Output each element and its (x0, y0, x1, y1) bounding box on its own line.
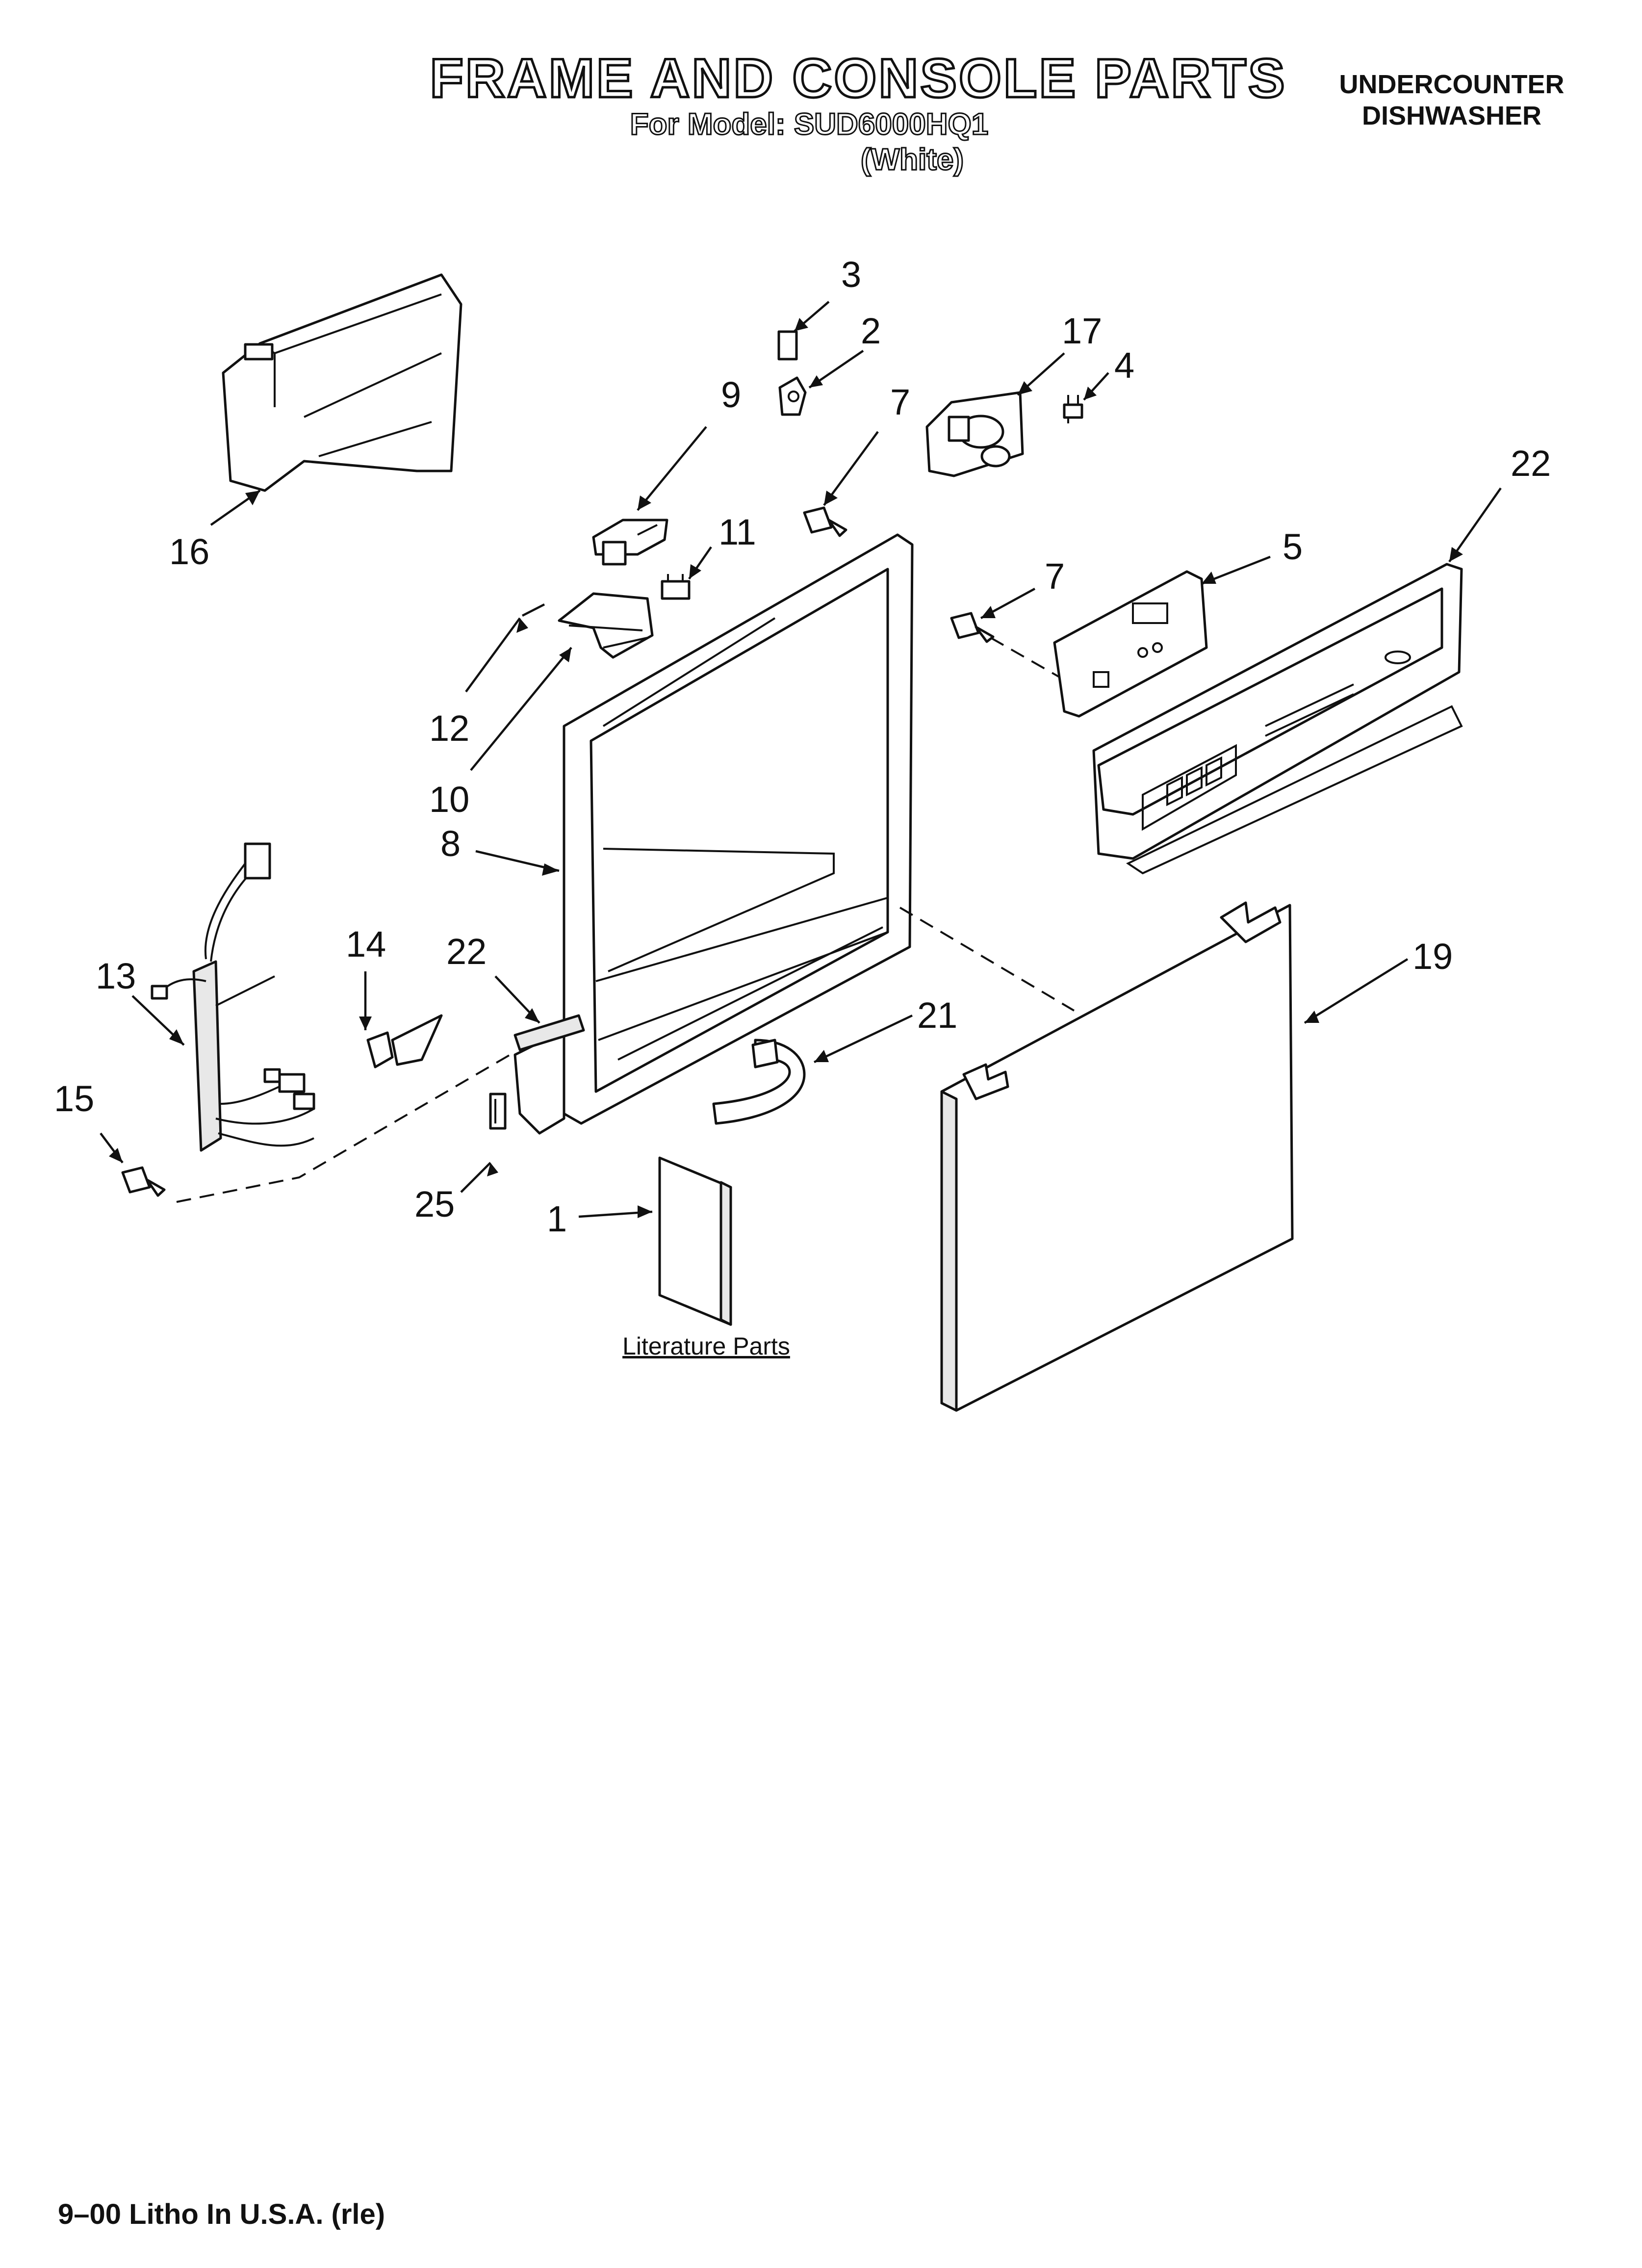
callout-4: 4 (1114, 345, 1134, 386)
callout-25: 25 (414, 1184, 455, 1225)
leader-21 (814, 1014, 913, 1064)
part-9-hinge-bracket (592, 519, 668, 566)
part-3-spring (777, 330, 798, 361)
callout-3: 3 (841, 254, 861, 295)
part-16-cover (222, 273, 462, 492)
leader-arrowheads (109, 318, 1463, 1218)
page-title: FRAME AND CONSOLE PARTS (429, 47, 1287, 110)
callout-15: 15 (54, 1078, 94, 1119)
product-type: UNDERCOUNTER DISHWASHER (1314, 69, 1589, 131)
callout-8: 8 (440, 823, 461, 864)
part-11-connector (661, 574, 691, 600)
callout-19: 19 (1412, 936, 1453, 977)
part-25-clip (489, 1093, 507, 1130)
leader-25 (460, 1162, 491, 1193)
callout-22-console: 22 (1511, 443, 1551, 484)
leader-22a (1448, 487, 1502, 563)
callout-22-lower: 22 (446, 931, 487, 972)
part-14-valve (366, 1014, 443, 1069)
leader-12 (465, 617, 521, 693)
callout-10: 10 (429, 779, 469, 820)
part-4-clip (1063, 395, 1083, 423)
callout-12: 12 (429, 708, 469, 749)
part-13-wire-harness (151, 842, 315, 1152)
leader-19 (1304, 958, 1409, 1024)
print-footer: 9–00 Litho In U.S.A. (rle) (58, 2198, 385, 2230)
callout-11: 11 (718, 512, 756, 552)
callout-5: 5 (1283, 526, 1303, 567)
part-8-frame (513, 533, 914, 1135)
alignment-line-door (899, 907, 1075, 1012)
part-10-bracket (558, 592, 654, 659)
part-2-latch (778, 376, 807, 416)
part-1-literature (658, 1156, 732, 1326)
callout-2: 2 (861, 311, 881, 351)
leader-10 (470, 647, 572, 771)
product-type-line-1: UNDERCOUNTER (1339, 70, 1565, 99)
callout-17: 17 (1062, 311, 1102, 351)
part-7-screw-console (950, 612, 995, 643)
callout-14: 14 (346, 924, 386, 965)
part-5-control-panel (1053, 570, 1208, 718)
alignment-line-harness (176, 1054, 511, 1203)
callout-7-upper: 7 (890, 382, 910, 422)
callout-16: 16 (169, 531, 209, 572)
part-17-switch (925, 391, 1024, 477)
part-21-strap (712, 1039, 806, 1125)
model-number: For Model: SUD6000HQ1 (629, 107, 989, 142)
callout-7-console: 7 (1045, 556, 1065, 597)
leader-7a (823, 431, 879, 506)
part-22-console (1092, 563, 1463, 875)
callout-9: 9 (721, 374, 741, 415)
callout-21: 21 (917, 995, 957, 1036)
model-variant: (White) (860, 142, 964, 178)
literature-parts-label: Literature Parts (622, 1332, 790, 1360)
product-type-line-2: DISHWASHER (1361, 101, 1542, 130)
part-19-door-panel (940, 901, 1294, 1412)
part-15-screw (121, 1166, 166, 1197)
callout-13: 13 (96, 956, 136, 996)
part-7-screw-upper (803, 506, 847, 537)
callout-1: 1 (547, 1199, 567, 1239)
alignment-line-panel (990, 637, 1060, 678)
leader-9 (637, 426, 707, 511)
part-12-pin (521, 603, 545, 617)
